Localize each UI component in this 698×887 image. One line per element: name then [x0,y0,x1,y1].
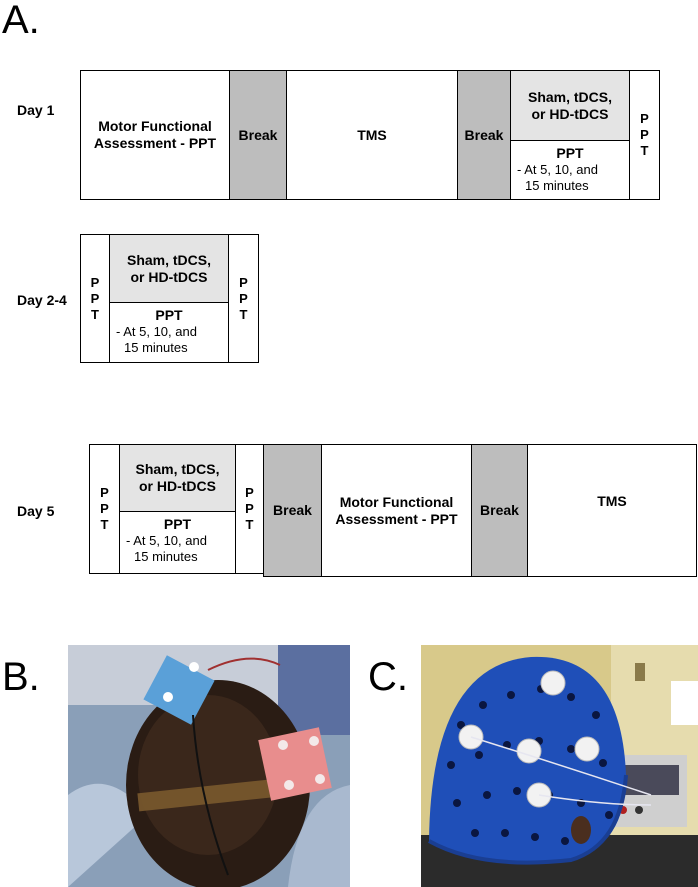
day1-stimulation-block: Sham, tDCS, or HD-tDCS [510,70,630,141]
ppt-sub-line2: 15 minutes [124,340,188,355]
ppt-letter-t: T [239,306,248,322]
ppt-letter-p2: P [90,290,100,306]
day1-ppt-timing-block: PPT - At 5, 10, and 15 minutes [510,140,630,200]
panel-a-label: A. [2,0,40,42]
ppt-sub-line1: - At 5, 10, and [517,162,598,177]
day5-ppt-timing-block: PPT - At 5, 10, and 15 minutes [119,511,236,574]
ppt-letter-p2: P [640,127,649,142]
day5-stimulation-block: Sham, tDCS, or HD-tDCS [119,444,236,512]
day1-ppt-vertical-block: P P T [629,70,660,200]
motor-label-line2: Assessment - PPT [93,135,217,151]
stim-label-line2: or HD-tDCS [139,478,216,494]
day5-motor-assessment-block: Motor Functional Assessment - PPT [321,444,472,577]
ppt-title: PPT [556,145,584,161]
motor-label-line1: Motor Functional [339,493,454,510]
motor-label-line2: Assessment - PPT [335,510,458,527]
stim-label-line2: or HD-tDCS [130,268,208,285]
ppt-letter-t: T [91,306,99,322]
ppt-sub-line1: - At 5, 10, and [126,533,207,548]
ppt-sub-line2: 15 minutes [525,178,589,193]
ppt-title: PPT [155,307,183,323]
ppt-letter-t: T [245,517,254,532]
day5-break-block-2: Break [471,444,528,577]
ppt-letter-p1: P [640,111,649,126]
day24-stimulation-block: Sham, tDCS, or HD-tDCS [109,234,229,303]
day1-break-block-1: Break [229,70,287,200]
photo-tdcs-head [68,645,350,887]
motor-label-line1: Motor Functional [98,118,212,134]
ppt-letter-t: T [100,517,109,532]
ppt-letter-p2: P [239,290,248,306]
photo-hd-tdcs-cap [421,645,698,887]
day1-tms-block: TMS [286,70,458,200]
ppt-title: PPT [163,516,192,532]
day1-break-block-2: Break [457,70,511,200]
ppt-letter-p2: P [100,501,109,516]
panel-b-label: B. [2,655,40,699]
ppt-sub-line1: - At 5, 10, and [116,324,197,339]
day5-ppt-vertical-block-left: P P T [89,444,120,574]
day-1-label: Day 1 [17,102,55,118]
day5-break-block-1: Break [263,444,322,577]
ppt-sub-line2: 15 minutes [134,549,198,564]
ppt-letter-p1: P [245,485,254,500]
day-2-4-label: Day 2-4 [17,292,67,308]
stim-label-line1: Sham, tDCS, [135,461,220,477]
day1-motor-assessment-block: Motor Functional Assessment - PPT [80,70,230,200]
day24-ppt-vertical-block-left: P P T [80,234,110,363]
stim-label-line1: Sham, tDCS, [126,251,211,268]
day-5-label: Day 5 [17,503,55,519]
day5-ppt-vertical-block-right: P P T [235,444,264,574]
ppt-letter-p1: P [100,485,109,500]
day24-ppt-timing-block: PPT - At 5, 10, and 15 minutes [109,302,229,363]
ppt-letter-p1: P [239,274,248,290]
ppt-letter-t: T [640,143,649,158]
stim-label-line2: or HD-tDCS [531,105,609,122]
ppt-letter-p1: P [90,274,100,290]
panel-c-label: C. [368,655,408,699]
day5-tms-block: TMS [527,444,697,577]
stim-label-line1: Sham, tDCS, [527,88,612,105]
ppt-letter-p2: P [245,501,254,516]
day24-ppt-vertical-block-right: P P T [228,234,259,363]
